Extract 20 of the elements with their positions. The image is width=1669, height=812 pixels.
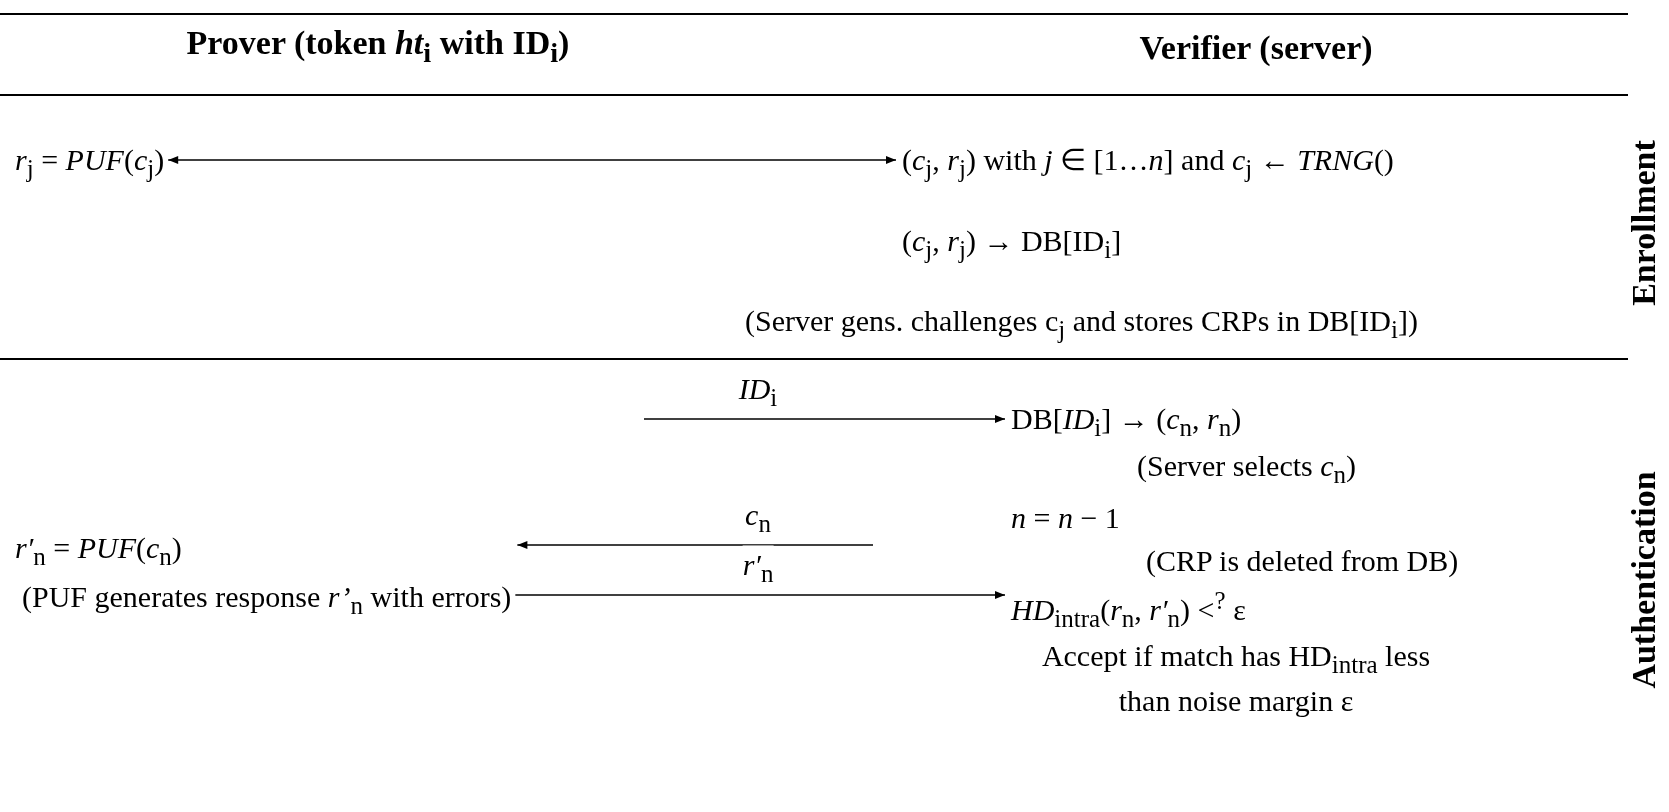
note-text: Accept if match has HD$_{intra}$ less than noise margin ε [1040, 638, 1432, 719]
formula-text: r′$_{n}$ = PUF(c$_{n}$) [15, 530, 183, 572]
formula-text: (c$_{j}$, r$_{j}$) with j ∈ [1…n] and c$_{j}$ ← TRNG() [902, 142, 1394, 184]
section-label: Authentication [1625, 471, 1663, 689]
column-heading: Prover (token ht$_{i}$ with ID$_{i}$) [186, 24, 570, 70]
arrow [643, 415, 1006, 423]
formula-text: (c$_{j}$, r$_{j}$) → DB[ID$_{i}$] [902, 222, 1122, 265]
column-heading: Verifier (server) [1139, 29, 1373, 67]
note-text: (CRP is deleted from DB) [1146, 543, 1459, 579]
arrow [514, 591, 1006, 599]
formula-text: HD$_{intra}$(r$_{n}$, r′$_{n}$) <$^{?}$ ε [1011, 586, 1247, 634]
note-text: (PUF generates response r’$_{n}$ with errors) [22, 579, 512, 621]
arrow [516, 541, 874, 549]
formula-text: DB[ID$_{i}$] → (c$_{n}$, r$_{n}$) [1011, 401, 1243, 443]
note-text: (Server selects c$_{n}$) [1137, 448, 1357, 490]
formula-text: r$_{j}$ = PUF(c$_{j}$) [15, 142, 165, 184]
note-text: (Server gens. challenges c$_{j}$ and stores CRPs in DB[ID$_{i}$]) [745, 302, 1418, 345]
formula-text: n = n − 1 [1011, 500, 1120, 536]
section-label: Enrollment [1625, 140, 1663, 306]
arrow [167, 156, 897, 164]
